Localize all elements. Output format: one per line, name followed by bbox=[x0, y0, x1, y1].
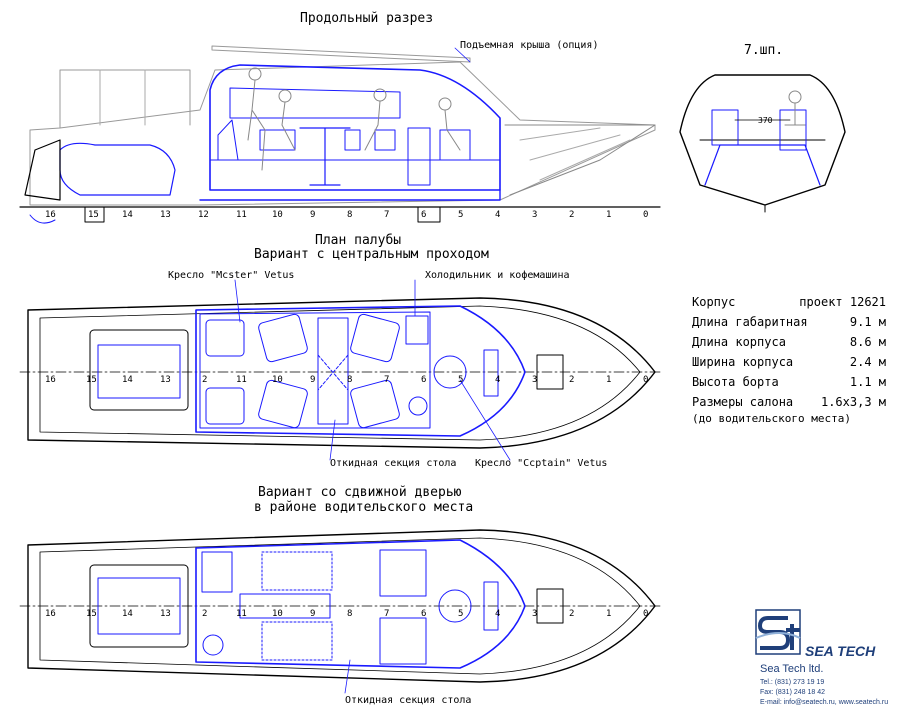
title-variant-sliding-1: Вариант со сдвижной дверью bbox=[258, 485, 462, 500]
frame-number: 4 bbox=[495, 609, 500, 619]
frame-number: 13 bbox=[160, 375, 171, 385]
callout-table-central: Откидная секция стола bbox=[330, 458, 456, 469]
frame-number: 16 bbox=[45, 375, 56, 385]
frame-number: 16 bbox=[45, 210, 56, 220]
frame-numbers-longitudinal: 16 15 14 13 12 11 10 9 8 7 6 5 4 3 2 1 0 bbox=[45, 210, 648, 220]
frame-number: 10 bbox=[272, 609, 283, 619]
frame-number: 2 bbox=[569, 375, 574, 385]
frame-number: 8 bbox=[347, 210, 352, 220]
logo-text: SEA TECH bbox=[805, 643, 876, 659]
frame-number: 13 bbox=[160, 609, 171, 619]
frame-number: 1 bbox=[606, 210, 611, 220]
frame-number: 1 bbox=[606, 609, 611, 619]
callout-master-seat: Кресло "Mcster" Vetus bbox=[168, 270, 294, 281]
spec-note: (до водительского места) bbox=[692, 412, 851, 425]
spec-value: проект 12621 bbox=[799, 295, 886, 309]
frame-number: 10 bbox=[272, 210, 283, 220]
company-name: Sea Tech ltd. bbox=[760, 663, 823, 675]
spec-value: 9.1 м bbox=[850, 315, 886, 329]
frame-number: 14 bbox=[122, 609, 133, 619]
title-longitudinal: Продольный разрез bbox=[300, 11, 433, 26]
frame-number: 3 bbox=[532, 375, 537, 385]
frame-number: 11 bbox=[236, 609, 247, 619]
spec-label: Ширина корпуса bbox=[692, 355, 793, 369]
frame-number: 8 bbox=[347, 375, 352, 385]
frame-number: 3 bbox=[532, 609, 537, 619]
deck-plan-central bbox=[19, 297, 661, 449]
title-deck-plan: План палубы bbox=[315, 233, 401, 248]
frame-number: 2 bbox=[569, 210, 574, 220]
frame-number: 5 bbox=[458, 375, 463, 385]
spec-label: Размеры салона bbox=[692, 395, 793, 409]
frame-number: 0 bbox=[643, 210, 648, 220]
frame-number: 7 bbox=[384, 210, 389, 220]
frame-number: 2 bbox=[202, 609, 207, 619]
frame-number: 8 bbox=[347, 609, 352, 619]
frame-number: 6 bbox=[421, 609, 426, 619]
spec-label: Высота борта bbox=[692, 375, 779, 389]
frame-number: 9 bbox=[310, 375, 315, 385]
frame-number: 12 bbox=[198, 210, 209, 220]
frame-number: 11 bbox=[236, 375, 247, 385]
frame-number: 3 bbox=[532, 210, 537, 220]
company-email: E-mail: info@seatech.ru, www.seatech.ru bbox=[760, 699, 888, 706]
frame-number: 2 bbox=[569, 609, 574, 619]
spec-value: 1.1 м bbox=[850, 375, 886, 389]
frame-numbers-plan-1: 16 15 14 13 2 11 10 9 8 7 6 5 4 3 2 1 0 bbox=[45, 375, 648, 385]
frame-number: 5 bbox=[458, 609, 463, 619]
longitudinal-section bbox=[19, 45, 661, 224]
frame-number: 13 bbox=[160, 210, 171, 220]
frame-number: 0 bbox=[643, 375, 648, 385]
title-variant-central: Вариант с центральным проходом bbox=[254, 247, 489, 262]
title-variant-sliding-2: в районе водительского места bbox=[254, 500, 473, 515]
frame-number: 2 bbox=[202, 375, 207, 385]
frame-number: 15 bbox=[86, 375, 97, 385]
deck-plan-sliding bbox=[19, 529, 661, 683]
company-fax: Fax: (831) 248 18 42 bbox=[760, 689, 825, 696]
spec-value: 8.6 м bbox=[850, 335, 886, 349]
callout-roof: Подъемная крыша (опция) bbox=[460, 40, 598, 51]
company-tel: Tel.: (831) 273 19 19 bbox=[760, 679, 824, 686]
frame-number: 4 bbox=[495, 375, 500, 385]
frame-number: 6 bbox=[421, 210, 426, 220]
frame-number: 16 bbox=[45, 609, 56, 619]
spec-value: 1.6x3,3 м bbox=[821, 395, 886, 409]
frame-number: 1 bbox=[606, 375, 611, 385]
callout-leaders bbox=[234, 47, 511, 694]
frame-number: 6 bbox=[421, 375, 426, 385]
frame-number: 7 bbox=[384, 375, 389, 385]
frame-number: 10 bbox=[272, 375, 283, 385]
callout-table-sliding: Откидная секция стола bbox=[345, 695, 471, 706]
spec-label: Корпус bbox=[692, 295, 735, 309]
specs-table: Корпус проект 12621 Длина габаритная 9.1… bbox=[692, 295, 886, 425]
frame-number: 11 bbox=[236, 210, 247, 220]
spec-value: 2.4 м bbox=[850, 355, 886, 369]
frame-numbers-plan-2: 16 15 14 13 2 11 10 9 8 7 6 5 4 3 2 1 0 bbox=[45, 609, 648, 619]
callout-fridge: Холодильник и кофемашина bbox=[425, 269, 570, 281]
callout-captain-seat: Кресло "Ccptain" Vetus bbox=[475, 458, 607, 469]
frame-number: 7 bbox=[384, 609, 389, 619]
frame-number: 9 bbox=[310, 210, 315, 220]
title-frame-section: 7.шп. bbox=[744, 43, 783, 58]
frame-number: 0 bbox=[643, 609, 648, 619]
frame-number: 15 bbox=[86, 609, 97, 619]
section-dimension: 370 bbox=[758, 116, 773, 125]
frame-number: 5 bbox=[458, 210, 463, 220]
spec-label: Длина габаритная bbox=[692, 315, 808, 329]
frame-number: 15 bbox=[88, 210, 99, 220]
frame-number: 14 bbox=[122, 375, 133, 385]
spec-label: Длина корпуса bbox=[692, 335, 786, 349]
frame-number: 9 bbox=[310, 609, 315, 619]
frame-number: 14 bbox=[122, 210, 133, 220]
frame-number: 4 bbox=[495, 210, 500, 220]
company-logo: SEA TECH bbox=[755, 609, 876, 659]
frame-7-section bbox=[679, 74, 846, 213]
